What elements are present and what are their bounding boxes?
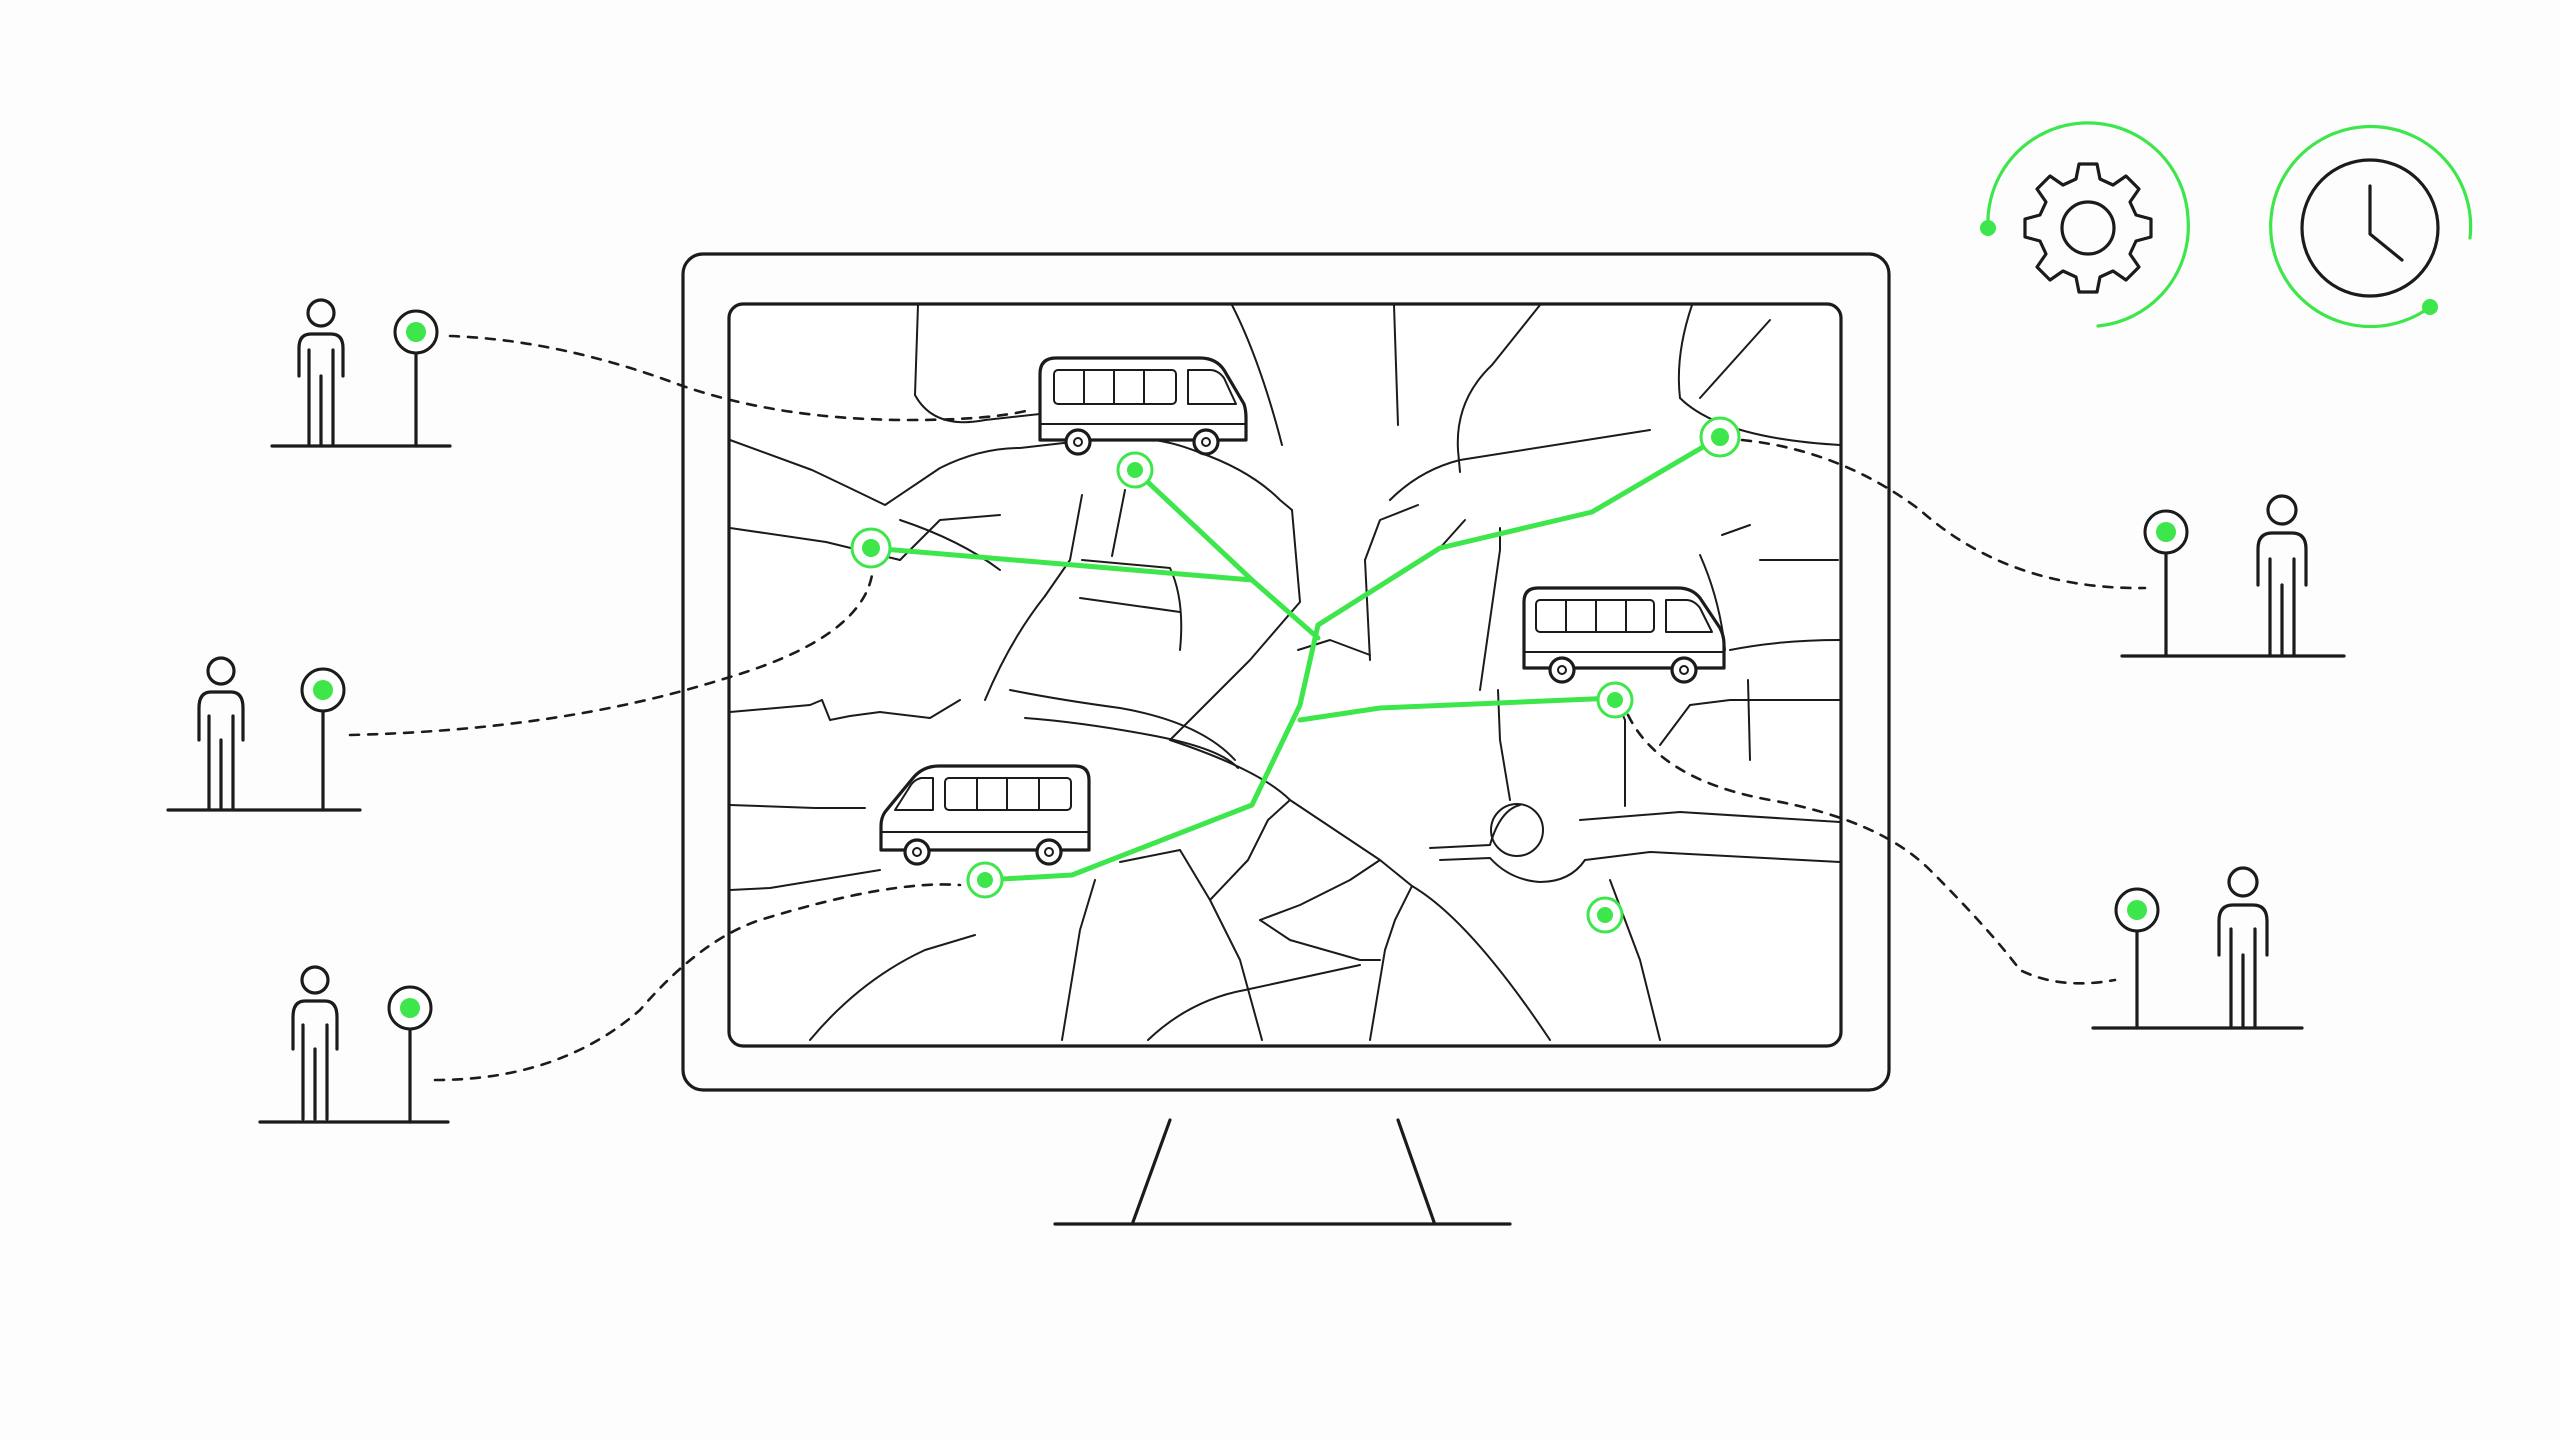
location-pin-icon[interactable] bbox=[966, 861, 1004, 899]
person-icon bbox=[297, 298, 345, 446]
person-icon bbox=[2256, 494, 2308, 656]
van-icon[interactable] bbox=[879, 764, 1091, 866]
person-icon bbox=[197, 656, 245, 810]
passenger-stop-right-1 bbox=[2120, 494, 2346, 658]
clock-icon[interactable] bbox=[2269, 124, 2473, 329]
connection-lines bbox=[348, 334, 2147, 1082]
city-map bbox=[730, 305, 1840, 1041]
passenger-stop-right-2 bbox=[2091, 866, 2304, 1030]
route-line bbox=[982, 622, 1321, 883]
passenger-stop-left-3 bbox=[258, 965, 450, 1124]
monitor-frame bbox=[681, 252, 1891, 1092]
van-icon[interactable] bbox=[1038, 356, 1248, 456]
location-pin-icon[interactable] bbox=[850, 527, 892, 569]
gear-icon[interactable] bbox=[1980, 121, 2190, 328]
route-line bbox=[868, 545, 1255, 583]
van-icon[interactable] bbox=[1522, 586, 1726, 684]
passenger-stop-left-2 bbox=[166, 656, 362, 812]
route-network bbox=[868, 434, 1723, 883]
passenger-stop-left-1 bbox=[270, 298, 452, 448]
route-line bbox=[1315, 434, 1723, 628]
location-pin-icon[interactable] bbox=[1116, 451, 1154, 489]
person-icon bbox=[291, 965, 339, 1121]
person-icon bbox=[2217, 866, 2269, 1028]
location-pin-icon[interactable] bbox=[1586, 896, 1624, 934]
monitor-screen bbox=[727, 302, 1843, 1048]
monitor bbox=[681, 252, 1891, 1226]
map-stops bbox=[850, 416, 1741, 934]
location-pin-icon[interactable] bbox=[1699, 416, 1741, 458]
location-pin-icon[interactable] bbox=[1596, 681, 1634, 719]
route-line bbox=[1297, 695, 1618, 723]
monitor-stand bbox=[1053, 1118, 1512, 1226]
